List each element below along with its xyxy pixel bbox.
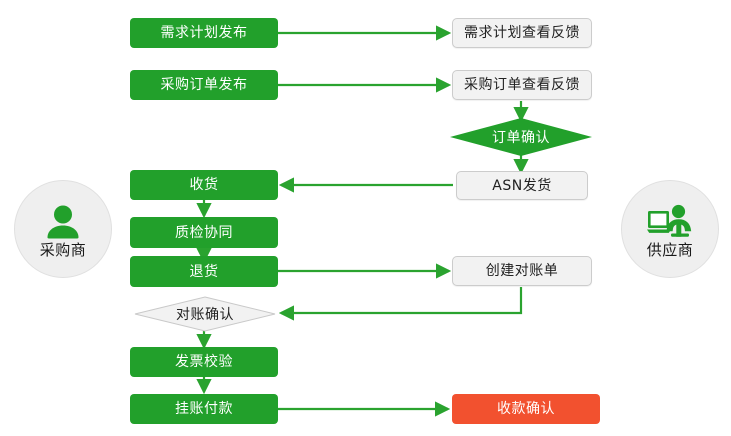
node-return-goods[interactable]: 退货 (130, 256, 278, 287)
actor-buyer[interactable]: 采购商 (14, 180, 112, 278)
person-at-computer-icon (646, 200, 694, 242)
node-create-statement[interactable]: 创建对账单 (452, 256, 592, 286)
node-purchase-order-feedback[interactable]: 采购订单查看反馈 (452, 70, 592, 100)
actor-supplier[interactable]: 供应商 (621, 180, 719, 278)
node-demand-plan-publish[interactable]: 需求计划发布 (130, 18, 278, 48)
node-statement-confirm[interactable]: 对账确认 (134, 296, 276, 332)
node-receive-goods[interactable]: 收货 (130, 170, 278, 200)
node-purchase-order-publish[interactable]: 采购订单发布 (130, 70, 278, 100)
node-statement-confirm-label: 对账确认 (176, 307, 234, 323)
node-order-confirm-label: 订单确认 (492, 130, 550, 146)
node-payment-confirm[interactable]: 收款确认 (452, 394, 600, 424)
person-icon (39, 200, 87, 242)
node-demand-plan-feedback[interactable]: 需求计划查看反馈 (452, 18, 592, 48)
actor-buyer-label: 采购商 (39, 241, 87, 259)
actor-supplier-label: 供应商 (646, 241, 694, 259)
node-invoice-check[interactable]: 发票校验 (130, 347, 278, 377)
edge-statement-to-confirm (278, 287, 523, 321)
node-asn-shipment[interactable]: ASN发货 (456, 171, 588, 200)
node-pending-payment[interactable]: 挂账付款 (130, 394, 278, 424)
node-order-confirm[interactable]: 订单确认 (450, 118, 592, 156)
node-quality-collaboration[interactable]: 质检协同 (130, 217, 278, 248)
